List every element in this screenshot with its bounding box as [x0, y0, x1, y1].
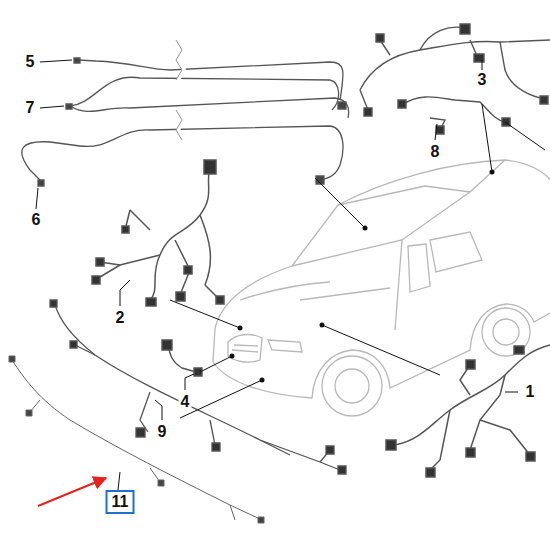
leader-dot: [260, 378, 265, 383]
wire-harness: [386, 345, 550, 477]
wire-harness: [22, 40, 349, 186]
leader-dot: [238, 326, 243, 331]
wire-harness: [92, 160, 224, 306]
leader-line: [180, 380, 262, 418]
leader-dot: [490, 170, 495, 175]
car-outline: [395, 240, 402, 330]
highlighted-callout-box: 11: [106, 490, 135, 514]
car-outline: [300, 288, 390, 300]
wire-harness: [398, 97, 510, 134]
callout-number: 11: [112, 494, 129, 510]
callout-number: 2: [114, 309, 127, 327]
wire-harness: [430, 365, 530, 470]
wire-harness: [398, 100, 510, 134]
wire-harness: [9, 356, 264, 523]
leader-line: [155, 400, 162, 420]
wire-harness: [92, 160, 224, 306]
wire-harness: [360, 24, 550, 116]
wire-harness: [70, 77, 339, 110]
leader-line: [36, 60, 545, 420]
leader-line: [40, 106, 64, 108]
wire-harness: [360, 40, 550, 90]
leader-line: [185, 374, 194, 390]
wire-harness: [150, 165, 210, 300]
wire-harness: [38, 58, 346, 186]
wire-harness: [176, 40, 182, 140]
leader-line: [40, 60, 72, 62]
leader-line: [200, 356, 232, 372]
leader-line: [505, 392, 518, 393]
callout-number: 3: [476, 71, 489, 89]
wire-harness: [30, 400, 235, 520]
leader-line: [322, 325, 440, 375]
callout-number: 8: [429, 143, 442, 161]
leader-line: [482, 60, 483, 70]
leader-dot: [230, 170, 495, 383]
car-outline: [322, 356, 382, 416]
wire-harness: [100, 210, 210, 295]
wire-harness: [70, 98, 349, 118]
car-outline: [268, 340, 302, 352]
wire-harness: [386, 346, 535, 477]
wire-harness: [95, 210, 220, 300]
callout-number: 5: [24, 53, 37, 71]
callout-number: 6: [30, 211, 43, 229]
wire-harness: [364, 24, 548, 116]
car-outline: [232, 345, 258, 352]
leader-line: [36, 188, 38, 209]
leader-line: [170, 300, 240, 328]
wire-harness: [360, 27, 548, 110]
car-outline: [215, 160, 550, 328]
wire-harness: [50, 300, 346, 474]
leader-line: [505, 122, 545, 150]
car-outline: [408, 244, 430, 292]
car-outline: [335, 369, 369, 403]
leader-dot: [230, 354, 235, 359]
car-outline: [430, 232, 482, 272]
callout-number: 7: [24, 99, 37, 117]
pointer-arrow: [38, 478, 106, 506]
leader-line: [120, 280, 130, 306]
leader-line: [118, 472, 120, 490]
leader-line: [482, 104, 492, 172]
wire-harness: [162, 340, 202, 376]
wire-harness: [9, 356, 264, 523]
wire-harness: [55, 305, 340, 470]
leader-dot: [320, 323, 325, 328]
car-outline: [493, 319, 519, 345]
wire-harness: [50, 300, 346, 474]
callout-number: 9: [156, 423, 169, 441]
callout-number: 4: [179, 393, 192, 411]
wire-harness: [402, 97, 505, 130]
leader-line: [435, 124, 437, 140]
callout-number: 1: [524, 383, 537, 401]
leader-dot: [363, 226, 368, 231]
wire-harness: [162, 340, 202, 376]
car-outline: [228, 335, 262, 363]
leader-line: [315, 178, 365, 228]
car-outline: [213, 160, 550, 416]
car-outline: [338, 186, 470, 205]
wire-harness: [12, 360, 262, 520]
